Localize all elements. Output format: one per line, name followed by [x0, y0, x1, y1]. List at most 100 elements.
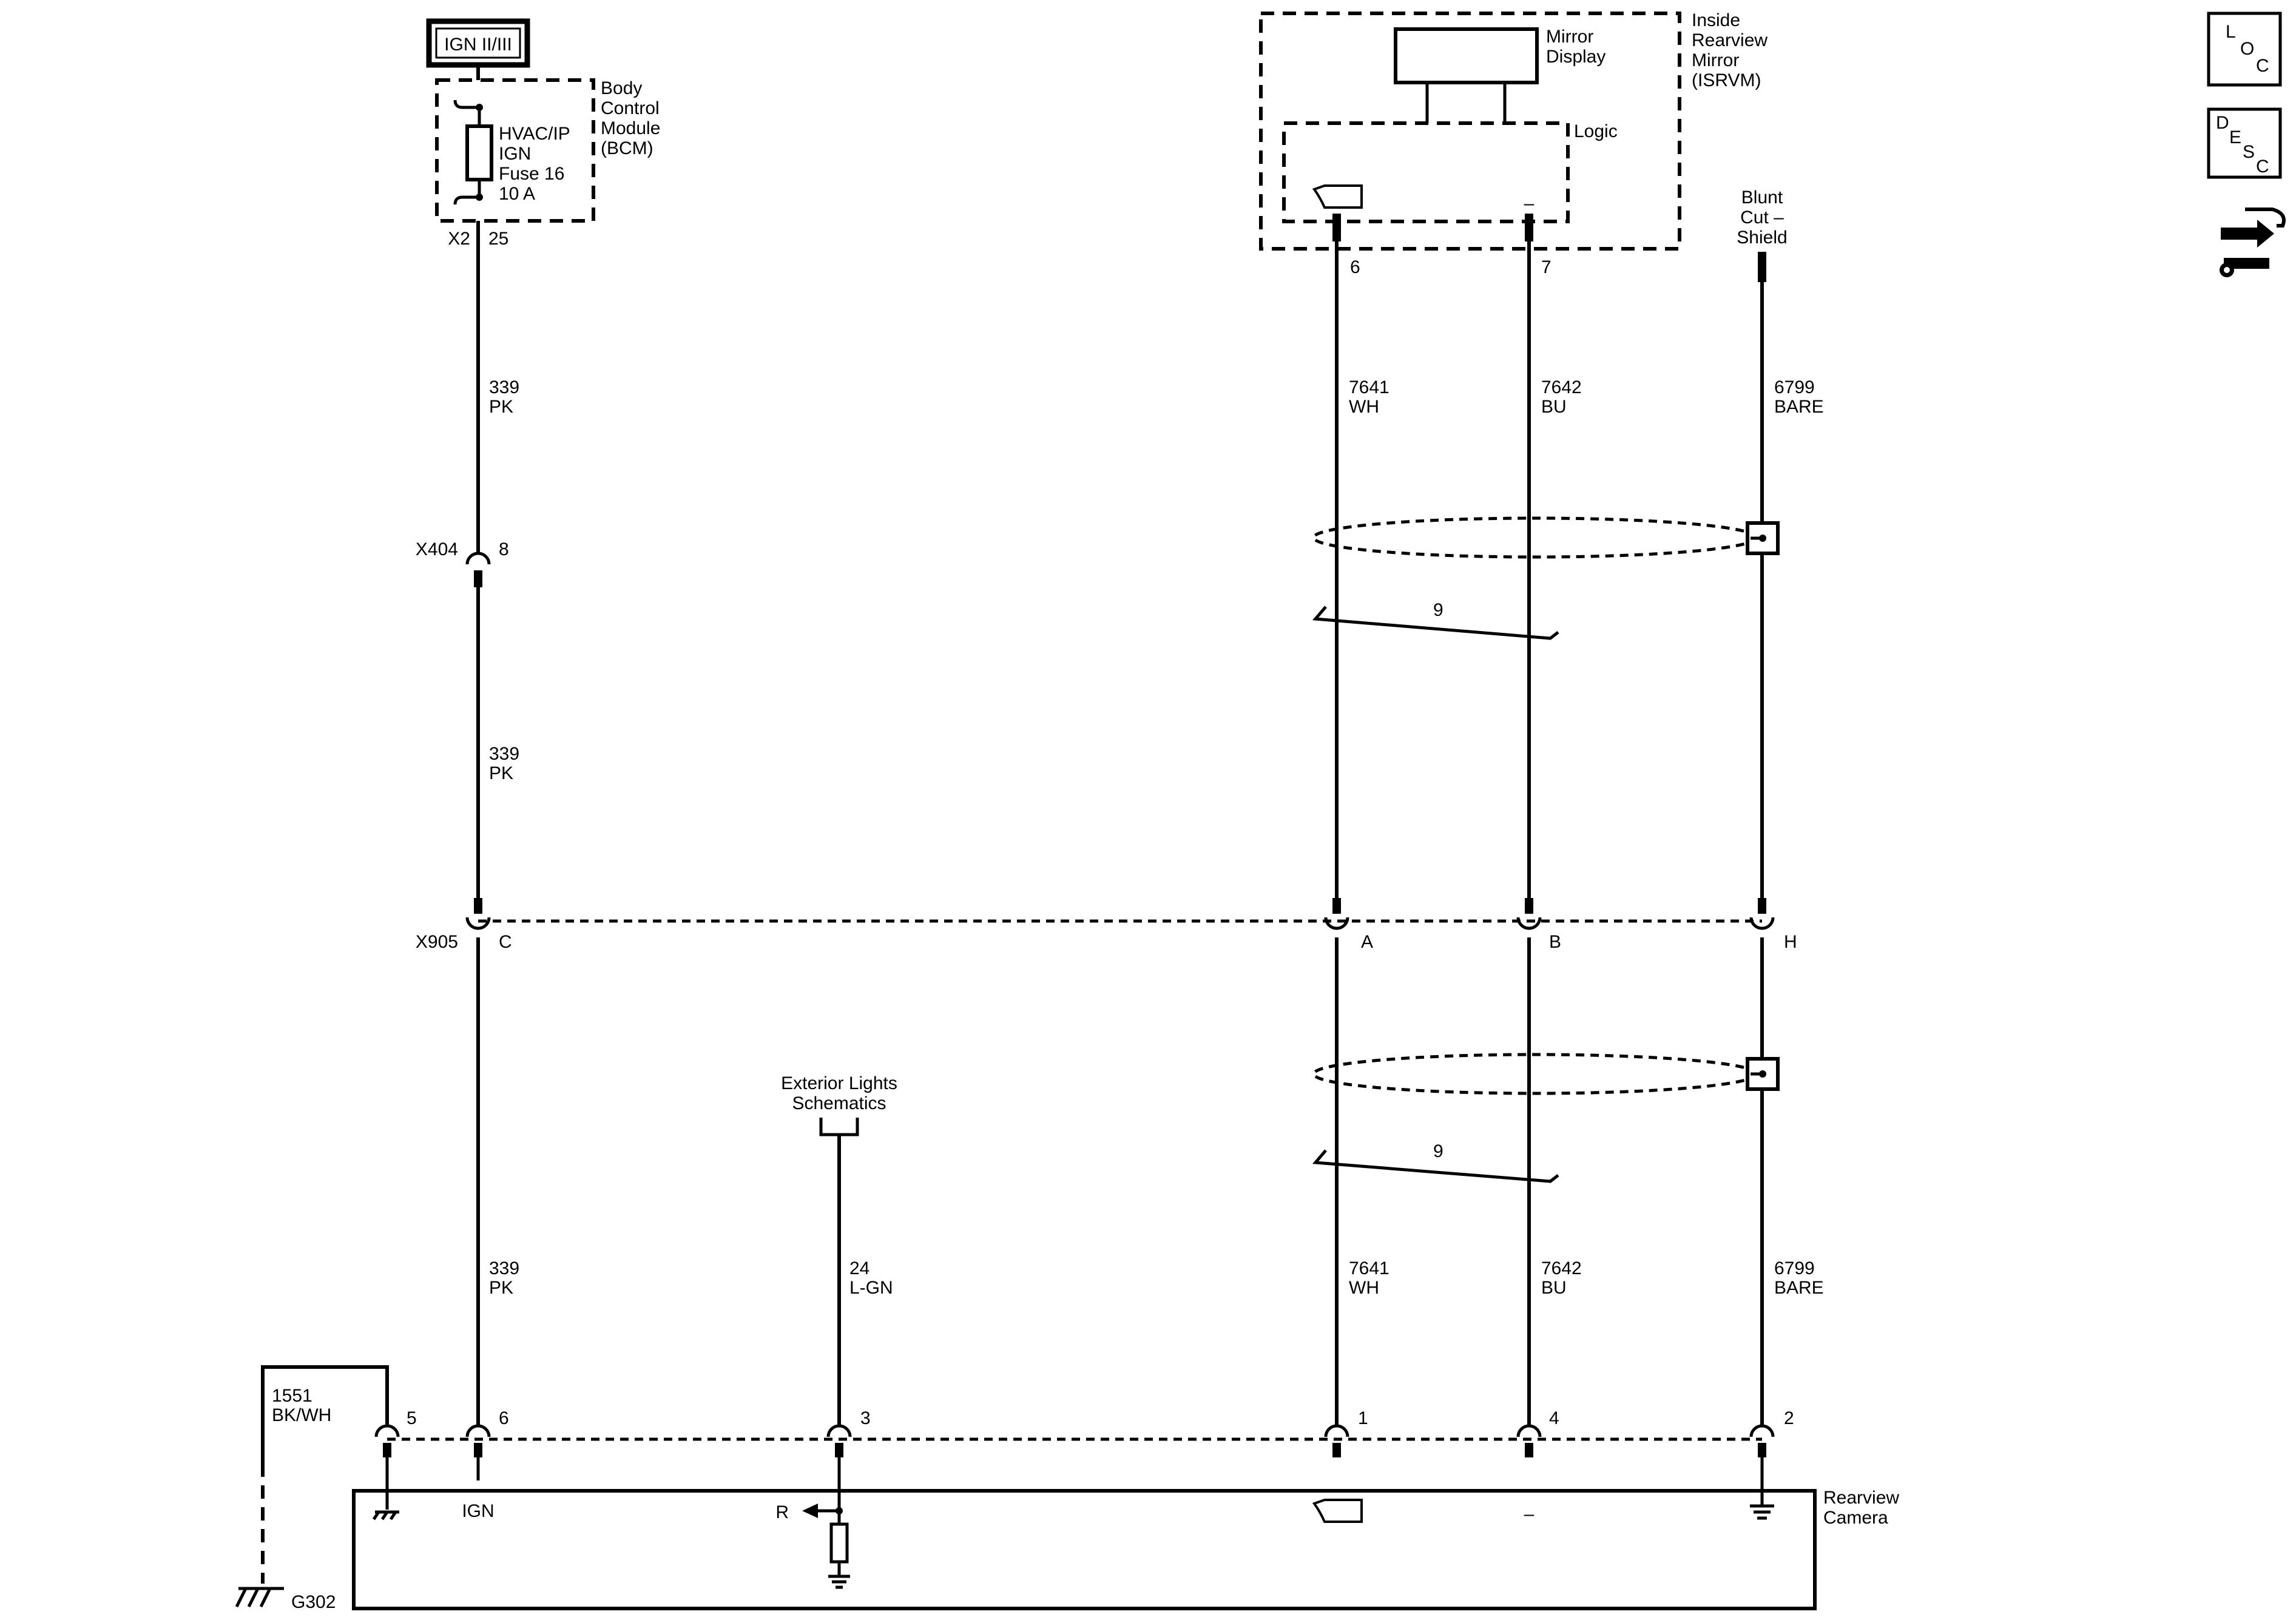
mirror-pin-signal: 6: [1350, 257, 1360, 277]
ign-color-label-1: PK: [489, 397, 513, 417]
camera-reverse-label: R: [775, 1502, 789, 1522]
loc-icon[interactable]: L O C: [2207, 12, 2282, 87]
x905-pin-a: A: [1361, 932, 1373, 952]
ign-circuit-label-3: 339: [489, 1258, 519, 1278]
video-neg-circuit-label-1: 7642: [1541, 377, 1582, 397]
camera-pin-1: 1: [1358, 1408, 1368, 1428]
ign-color-label-2: PK: [489, 763, 513, 783]
bcm-pin-label: 25: [488, 229, 508, 249]
blunt-cut-shield: Blunt Cut – Shield: [1737, 187, 1788, 282]
wire-1551: [261, 1365, 389, 1463]
video-pos-circuit-label-1: 7641: [1349, 377, 1389, 397]
x905-pin-c: C: [499, 932, 512, 952]
camera-pin-2: 2: [1784, 1408, 1794, 1428]
signal-ground-icon: [828, 1575, 850, 1589]
mirror-pin-minus: 7: [1541, 257, 1551, 277]
bcm-name-line-1: Body: [601, 78, 642, 98]
wire-set: [261, 66, 1764, 1584]
exterior-lights-line-1: Exterior Lights: [781, 1073, 897, 1093]
video-pos-circuit-label-2: 7641: [1349, 1258, 1389, 1278]
drain-circuit-label-1: 6799: [1774, 377, 1815, 397]
blunt-cut-line-3: Shield: [1737, 228, 1787, 248]
fuse-line-4: 10 A: [499, 184, 535, 204]
rearview-camera: Rearview Camera IGN R –: [352, 1457, 1899, 1610]
mirror-display-line-1: Mirror: [1546, 27, 1593, 47]
svg-text:D: D: [2216, 113, 2229, 133]
reverse-circuit-label: 24: [849, 1258, 869, 1278]
camera-pin-4: 4: [1549, 1408, 1559, 1428]
fuse-line-3: Fuse 16: [499, 164, 564, 184]
case-ground-icon: [372, 1510, 399, 1521]
mirror-name-line-2: Rearview: [1692, 30, 1768, 50]
ign-label: IGN II/III: [444, 35, 512, 55]
exterior-lights-line-2: Schematics: [792, 1093, 886, 1113]
camera-minus-symbol: –: [1524, 1504, 1535, 1524]
x905-connector: X905 C A B H: [416, 898, 1797, 952]
camera-name-line-1: Rearview: [1823, 1488, 1899, 1508]
x905-pin-b: B: [1549, 932, 1561, 952]
reverse-color-label: L-GN: [849, 1278, 893, 1298]
camera-video-signal-icon: [1312, 1499, 1363, 1523]
video-neg-color-label-2: BU: [1541, 1278, 1567, 1298]
fuse-line-2: IGN: [499, 144, 531, 164]
camera-pin-6: 6: [499, 1408, 509, 1428]
drain-circuit-label-2: 6799: [1774, 1258, 1815, 1278]
inside-rearview-mirror: Inside Rearview Mirror (ISRVM) Mirror Di…: [1259, 10, 1768, 277]
resistor-icon: [829, 1522, 849, 1564]
drain-color-label-1: BARE: [1774, 397, 1824, 417]
ground-circuit-label: 1551: [272, 1386, 312, 1406]
twist-label-upper: 9: [1433, 600, 1443, 620]
ign-power-source: IGN II/III: [426, 18, 530, 68]
video-pos-color-label-1: WH: [1349, 397, 1379, 417]
reverse-input-arrow-icon: [802, 1504, 818, 1518]
x404-connector: X404 8: [416, 539, 509, 587]
svg-text:S: S: [2243, 142, 2255, 162]
mirror-minus-symbol: –: [1524, 194, 1535, 214]
twisted-pair-lower: 9: [1312, 1141, 1559, 1183]
x404-name: X404: [416, 539, 458, 559]
x905-name: X905: [416, 932, 458, 952]
ign-color-label-3: PK: [489, 1278, 513, 1298]
mirror-name-line-3: Mirror: [1692, 50, 1739, 70]
video-pos-color-label-2: WH: [1349, 1278, 1379, 1298]
logic-label: Logic: [1574, 121, 1618, 141]
video-signal-icon: [1312, 184, 1363, 209]
camera-harness-connector: 5 6 3 1 4 2: [374, 1408, 1794, 1457]
shield-lower: [1312, 1053, 1780, 1095]
blunt-cut-line-2: Cut –: [1740, 208, 1784, 228]
fuse-line-1: HVAC/IP: [499, 124, 570, 144]
mirror-display-box: [1394, 27, 1539, 84]
desc-icon[interactable]: D E S C: [2207, 107, 2282, 179]
mirror-name-line-1: Inside: [1692, 10, 1740, 30]
ground-color-label: BK/WH: [272, 1405, 331, 1425]
camera-ign-label: IGN: [462, 1501, 494, 1521]
bcm-name-line-4: (BCM): [601, 138, 653, 158]
bcm-name-line-2: Control: [601, 98, 660, 118]
svg-text:L: L: [2226, 22, 2236, 42]
svg-text:C: C: [2256, 157, 2269, 177]
svg-text:O: O: [2240, 39, 2254, 59]
bcm-connector-label: X2: [448, 229, 470, 249]
ign-circuit-label-2: 339: [489, 744, 519, 764]
twisted-pair-upper: 9: [1312, 600, 1559, 640]
video-neg-circuit-label-2: 7642: [1541, 1258, 1582, 1278]
chassis-ground-g302: G302: [235, 1587, 336, 1612]
blunt-cut-line-1: Blunt: [1741, 187, 1783, 208]
camera-name-line-2: Camera: [1823, 1508, 1888, 1528]
svg-text:E: E: [2229, 127, 2241, 147]
mirror-display-line-2: Display: [1546, 47, 1606, 67]
ign-circuit-label-1: 339: [489, 377, 519, 397]
ground-point-label: G302: [291, 1592, 336, 1612]
twist-label-lower: 9: [1433, 1141, 1443, 1161]
camera-pin-5: 5: [407, 1408, 417, 1428]
bcm-name-line-3: Module: [601, 118, 660, 138]
svg-text:C: C: [2256, 56, 2269, 76]
connector-repair-icon[interactable]: [2220, 208, 2286, 277]
drain-color-label-2: BARE: [1774, 1278, 1824, 1298]
exterior-lights-reference: Exterior Lights Schematics: [781, 1073, 897, 1136]
video-neg-color-label-1: BU: [1541, 397, 1567, 417]
drain-ground-icon: [1750, 1504, 1774, 1520]
shield-upper: [1312, 516, 1780, 559]
upper-wire-labels: 339 PK 339 PK 339 PK 7641 WH 7642 BU 679…: [272, 377, 1824, 1425]
